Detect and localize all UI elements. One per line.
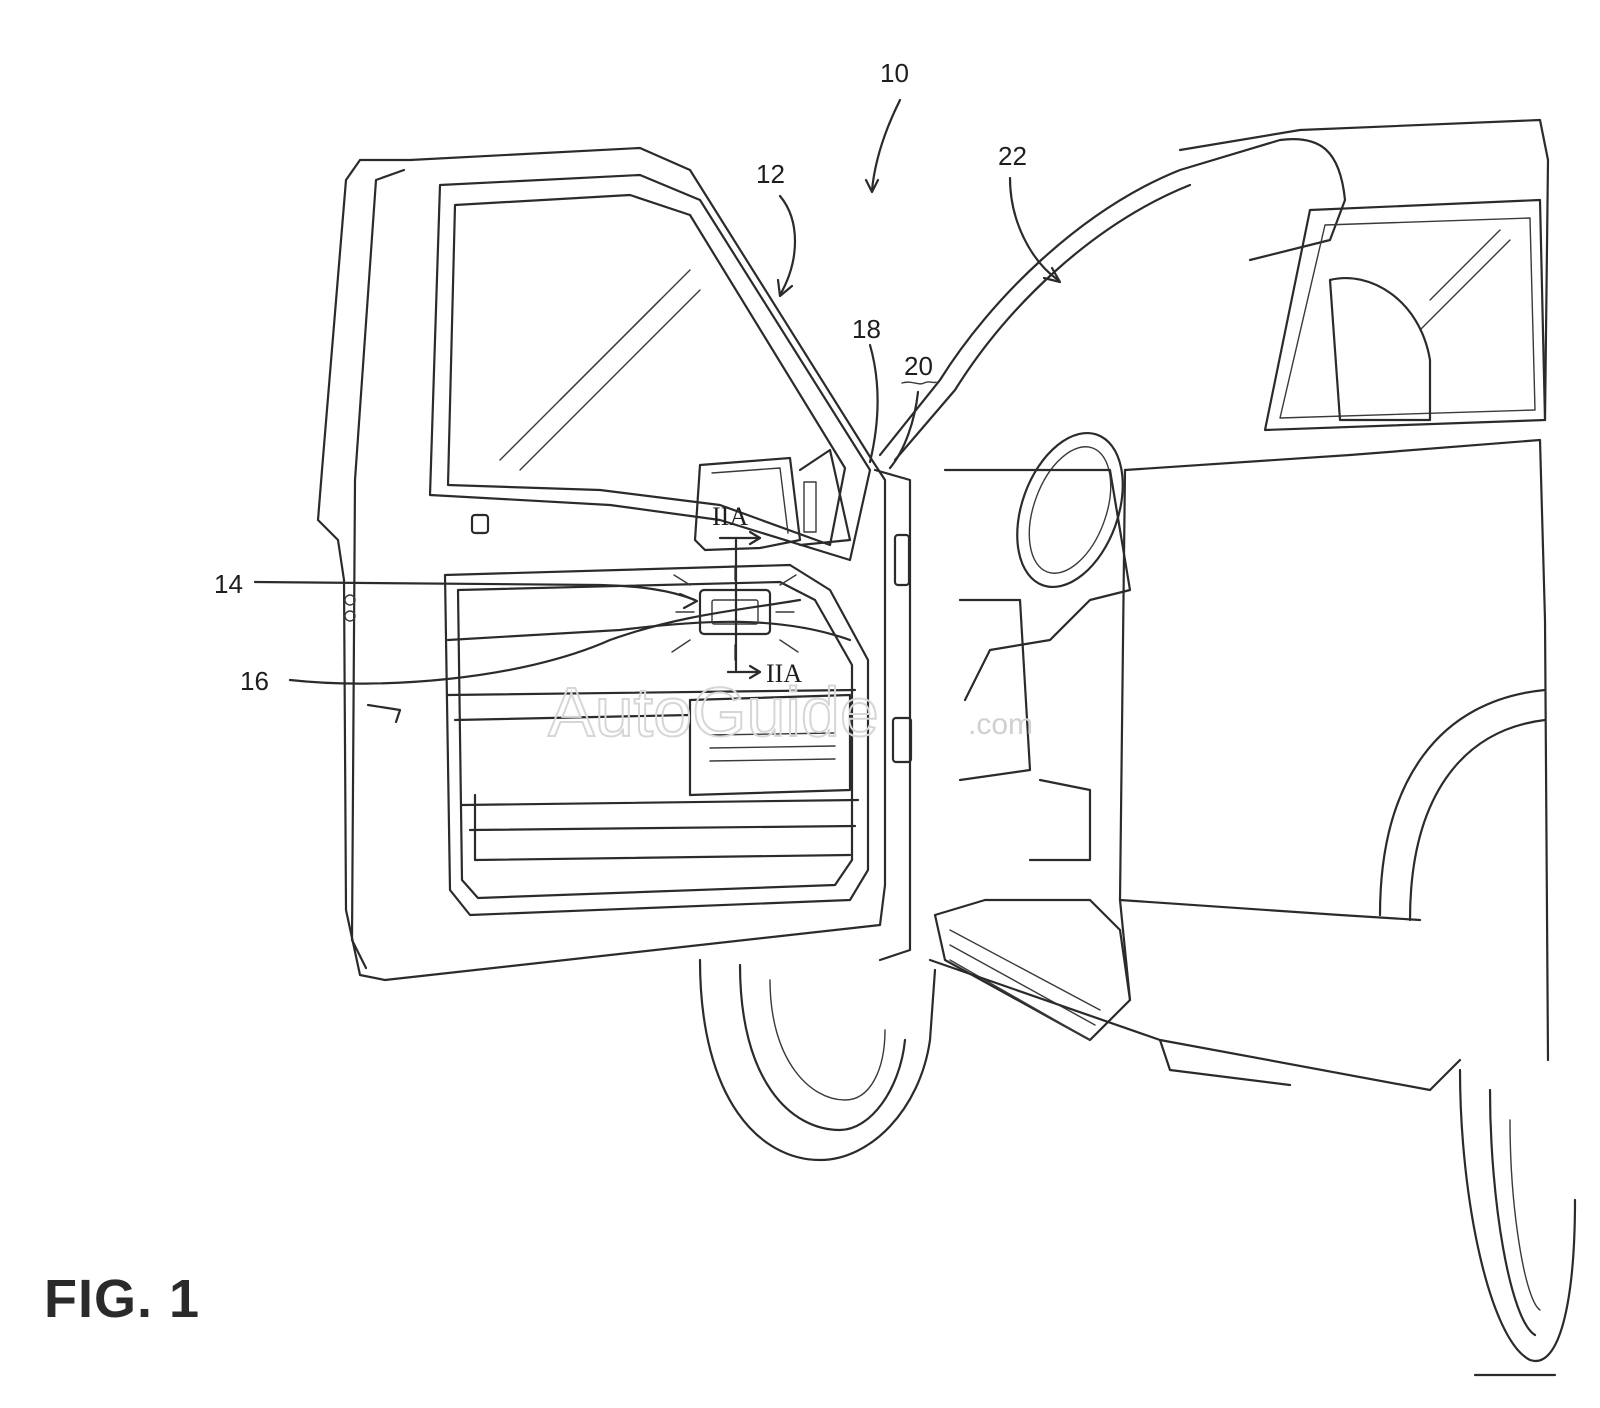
label-10: 10 [880,58,909,88]
figure-label: FIG. 1 [44,1268,200,1330]
watermark: AutoGuide .com [548,673,1033,751]
door-pillar [875,470,911,960]
section-marker-upper: IIA [712,502,748,531]
label-12: 12 [756,159,785,189]
watermark-domain: .com [968,708,1033,741]
side-mirror [695,450,850,550]
label-14: 14 [214,569,243,599]
watermark-brand: AutoGuide [548,673,879,751]
label-16: 16 [240,666,269,696]
label-22: 22 [998,141,1027,171]
open-door [318,148,885,980]
section-line [720,532,760,678]
label-20: 20 [904,351,933,381]
reference-labels: 10 12 22 18 20 14 16 [214,58,1027,696]
label-18: 18 [852,314,881,344]
